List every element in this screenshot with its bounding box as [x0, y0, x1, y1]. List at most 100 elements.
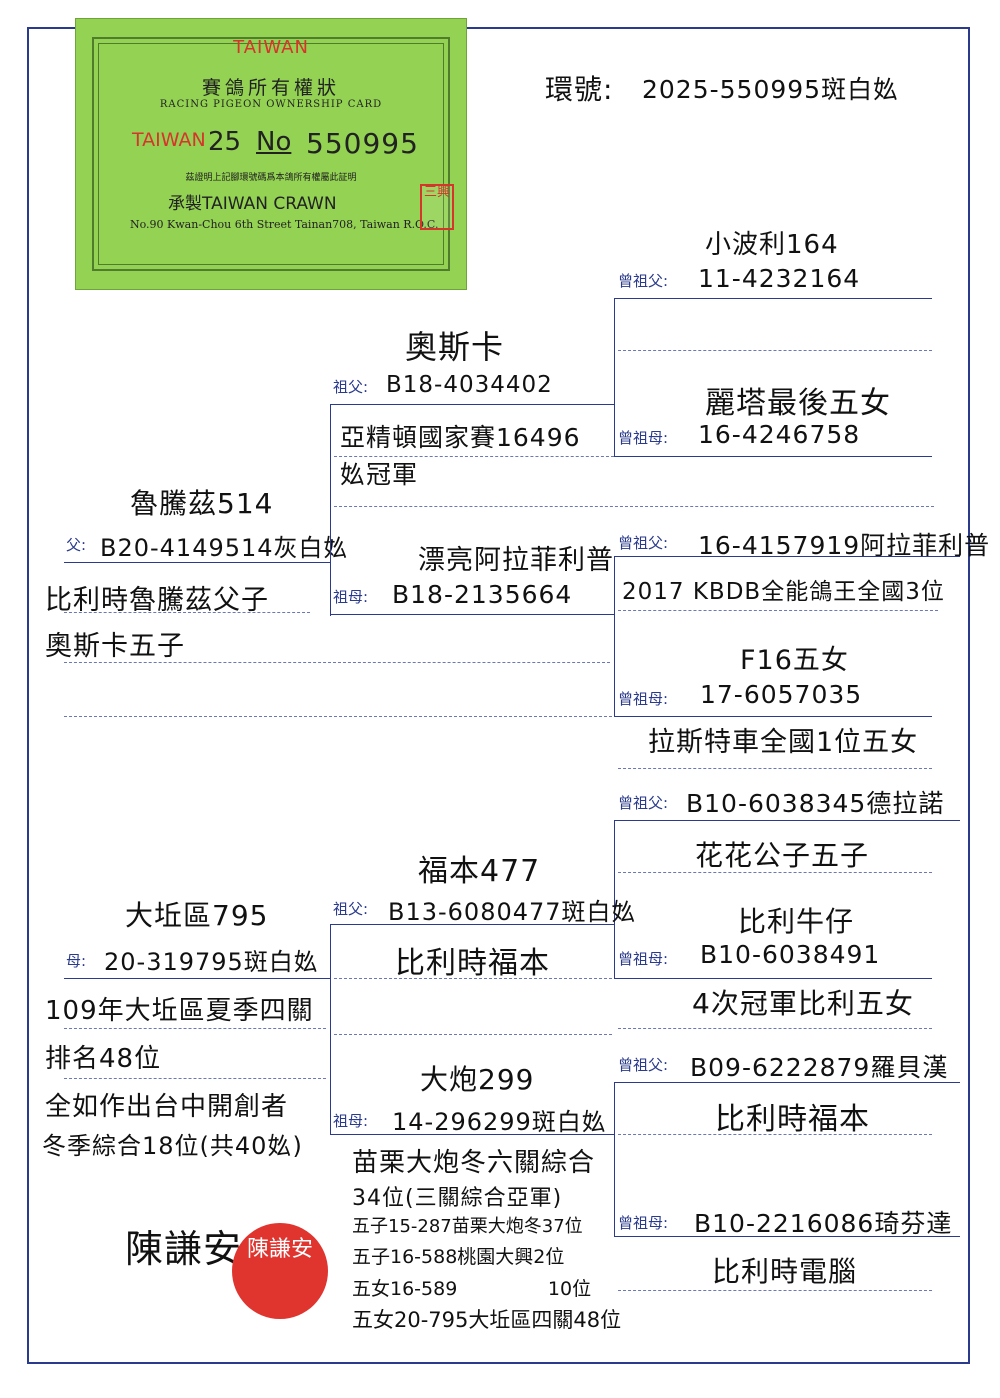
mgm-father-ring: B09-6222879羅貝漢: [690, 1053, 949, 1082]
pgm-mother-note: 拉斯特車全國1位五女: [648, 727, 919, 758]
pgm-mother-ring: 17-6057035: [700, 680, 863, 709]
mother-bracket: [330, 924, 331, 1134]
mgf-dash-1: [334, 978, 612, 979]
mother-name: 大坵區795: [125, 899, 269, 932]
pgm-father-line: [614, 556, 960, 557]
father-name: 魯騰茲514: [130, 487, 274, 520]
pgm-father-dash: [618, 610, 938, 611]
pgm-bracket: [614, 556, 615, 716]
pgm-father-ring: 16-4157919阿拉菲利普: [698, 531, 991, 560]
father-note-1: 比利時魯騰茲父子: [45, 585, 269, 616]
father-dash-1: [64, 612, 310, 613]
mgf-mother-note: 4次冠軍比利五女: [692, 987, 914, 1020]
mgm-note-6: 五女20-795大坵區四關48位: [352, 1308, 622, 1332]
pgm-father-label: 曾祖父:: [618, 534, 669, 552]
pgf-dash-1: [334, 456, 614, 457]
card-ring-year: 25: [208, 127, 242, 157]
mgm-note-1: 苗栗大炮冬六關綜合: [352, 1148, 596, 1178]
pgm-mother-line: [614, 716, 932, 717]
mgf-note: 比利時福本: [395, 946, 550, 981]
pgf-father-line: [614, 298, 932, 299]
mgm-mother-label: 曾祖母:: [618, 1214, 669, 1232]
mother-ring: 20-319795斑白𡚸: [104, 948, 319, 976]
mgf-father-note: 花花公子五子: [695, 839, 870, 872]
mother-line: [64, 978, 330, 979]
pgm-ring: B18-2135664: [392, 580, 573, 609]
card-maker: 承製TAIWAN CRAWN: [168, 194, 337, 214]
mgf-mother-name: 比利牛仔: [738, 905, 855, 938]
mgf-mother-dash: [618, 1028, 932, 1029]
mother-label: 母:: [66, 952, 87, 970]
mgm-name: 大炮299: [420, 1063, 535, 1096]
mgm-father-line: [614, 1082, 960, 1083]
father-dash-3: [64, 716, 612, 717]
mgm-note-4: 五子16-588桃園大興2位: [352, 1246, 565, 1268]
mgm-mother-line: [614, 1236, 960, 1237]
mother-note-3: 全如作出台中開創者: [45, 1092, 289, 1122]
mgm-note-5: 五女16-589 10位: [352, 1278, 592, 1300]
card-seal-stamp: 三興: [420, 184, 454, 230]
pgf-father-name: 小波利164: [705, 230, 839, 260]
pgf-note-2: 𡚸冠軍: [340, 460, 419, 489]
mgm-note-3: 五子15-287苗栗大炮冬37位: [352, 1216, 583, 1237]
pgm-mother-dash: [618, 768, 932, 769]
mother-note-2: 排名48位: [45, 1044, 162, 1074]
mgm-note-2: 34位(三關綜合亞軍): [352, 1186, 563, 1211]
mgf-father-dash: [618, 872, 932, 873]
pgm-name: 漂亮阿拉菲利普: [418, 545, 614, 576]
pgf-mother-label: 曾祖母:: [618, 429, 669, 447]
signature-name: 陳謙安: [125, 1227, 243, 1271]
pgf-mother-name: 麗塔最後五女: [705, 386, 891, 421]
pgf-line: [330, 404, 614, 405]
mgm-label: 祖母:: [333, 1112, 369, 1130]
mgf-mother-line: [614, 978, 932, 979]
mgf-father-line: [614, 820, 960, 821]
pgf-bracket: [614, 298, 615, 456]
card-inner-border: [98, 43, 444, 265]
father-bracket: [330, 404, 331, 616]
card-ring-number: 550995: [306, 127, 419, 160]
signature-seal: 陳謙安: [232, 1223, 328, 1319]
pgf-dash-2: [334, 506, 934, 507]
mother-dash-1: [64, 1028, 326, 1029]
ownership-card: TAIWAN 賽鴿所有權狀 RACING PIGEON OWNERSHIP CA…: [75, 18, 467, 290]
pgm-line: [330, 614, 614, 615]
mgm-bracket: [614, 1082, 615, 1236]
mgf-dash-2: [334, 1034, 612, 1035]
card-country: TAIWAN: [233, 37, 309, 58]
pgf-label: 祖父:: [333, 378, 369, 396]
mgf-father-ring: B10-6038345德拉諾: [686, 789, 945, 818]
mgm-ring: 14-296299斑白𡚸: [392, 1108, 607, 1136]
card-address: No.90 Kwan-Chou 6th Street Tainan708, Ta…: [130, 218, 439, 231]
father-ring: B20-4149514灰白𡚸: [100, 534, 349, 562]
card-border: [92, 37, 450, 271]
mgf-father-label: 曾祖父:: [618, 794, 669, 812]
mgm-father-label: 曾祖父:: [618, 1056, 669, 1074]
pgm-mother-label: 曾祖母:: [618, 690, 669, 708]
pgf-note-1: 亞精頓國家賽16496: [340, 423, 581, 452]
mother-note-1: 109年大坵區夏季四關: [45, 996, 314, 1026]
pgf-father-ring: 11-4232164: [698, 264, 861, 293]
mgm-mother-ring: B10-2216086琦芬達: [694, 1209, 953, 1238]
card-statement: 茲證明上記腳環號碼爲本鴿所有權屬此証明: [185, 173, 357, 183]
father-note-2: 奧斯卡五子: [45, 631, 185, 662]
pedigree-frame: [27, 27, 970, 1364]
header-ring-label: 環號:: [545, 73, 614, 106]
mgf-name: 福本477: [418, 854, 541, 889]
mgf-mother-label: 曾祖母:: [618, 950, 669, 968]
father-label: 父:: [66, 536, 87, 554]
mgf-bracket: [614, 820, 615, 978]
mother-note-4: 冬季綜合18位(共40𡚸): [42, 1132, 303, 1160]
pgf-father-label: 曾祖父:: [618, 272, 669, 290]
pgf-mother-line: [614, 456, 932, 457]
pgm-father-note: 2017 KBDB全能鴿王全國3位: [622, 579, 945, 605]
pgf-father-dash: [618, 350, 932, 351]
mgm-mother-dash: [618, 1290, 932, 1291]
card-title-zh: 賽鴿所有權狀: [201, 77, 340, 99]
card-ring-no-label: No: [256, 127, 292, 157]
pgm-mother-name: F16五女: [740, 645, 849, 676]
pgm-label: 祖母:: [333, 588, 369, 606]
mgf-line: [330, 924, 614, 925]
mgf-mother-ring: B10-6038491: [700, 940, 881, 969]
pgf-name: 奧斯卡: [405, 328, 505, 366]
